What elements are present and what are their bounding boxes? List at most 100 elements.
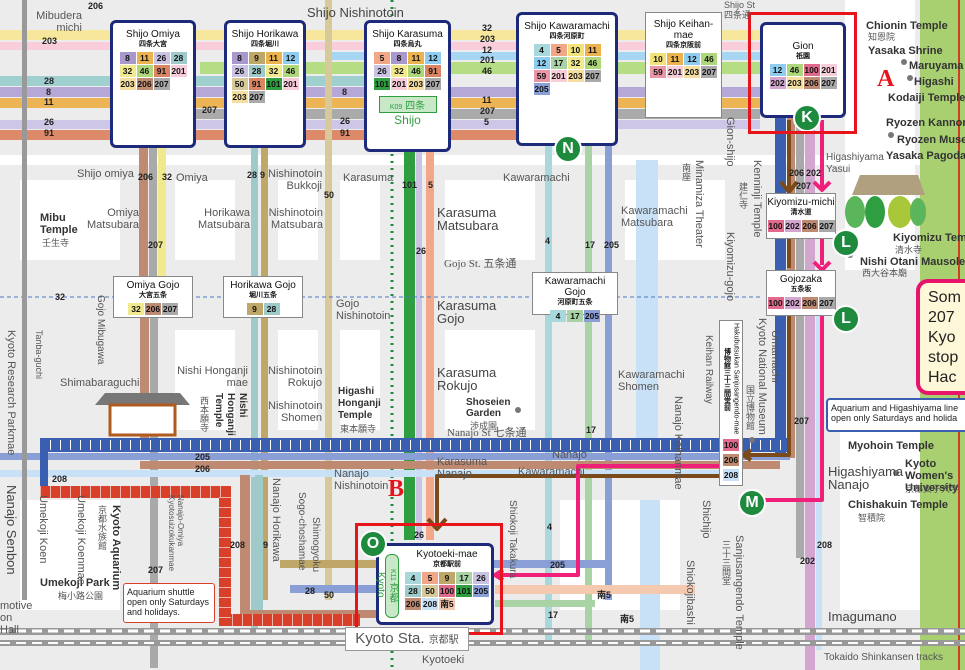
- route-chip: 202: [784, 220, 801, 232]
- stop-hakubutsukan-sanjusangendo-mae[interactable]: Hakubutsukan Sanjusangendo-mae 博物館三十三間堂前…: [719, 320, 743, 486]
- route-chip: 206: [803, 77, 820, 89]
- pink-route-arrow-to-station: [495, 464, 719, 577]
- temple-label-jp: 三十三間堂: [721, 540, 731, 585]
- stop-marker-l-2[interactable]: L: [832, 305, 860, 333]
- stop-label: Nishinotoin Rokujo: [268, 365, 323, 389]
- street-label: Gojo St. 五条通: [444, 258, 517, 270]
- kiyomizu-illustration: [845, 175, 926, 228]
- route-number: 12: [482, 45, 493, 55]
- subway-name-jp: 京都: [387, 582, 398, 603]
- stop-marker-l[interactable]: L: [832, 229, 860, 257]
- route-number: 202: [800, 556, 816, 566]
- route-chip: 207: [248, 91, 265, 103]
- stop-name-jp: 大宮五条: [139, 292, 167, 299]
- aquarium-higashiyama-note: Aquarium and Higashiyama line open only …: [826, 398, 965, 432]
- museum-dot-icons: [515, 59, 913, 476]
- route-chip: 32: [119, 65, 136, 77]
- stop-name-jp: 祇園: [796, 53, 810, 60]
- temple-label: Mibu Temple: [40, 212, 78, 236]
- route-number: 206: [138, 172, 154, 182]
- stop-label: Sogo-choshamae: [296, 492, 307, 571]
- garden-label-jp: 渉成園: [470, 421, 498, 431]
- route-chip: 50: [231, 78, 248, 90]
- stop-label: Kawaramachi: [518, 466, 585, 478]
- stop-name-group: Hakubutsukan Sanjusangendo-mae 博物館三十三間堂前: [720, 323, 742, 435]
- route-number: 26: [414, 530, 425, 540]
- route-chip: 28: [248, 65, 265, 77]
- museum-label-jp: 国立博物館: [745, 385, 755, 430]
- subway-code: K11: [389, 569, 396, 581]
- temple-label-jp: 智積院: [858, 513, 886, 523]
- theater-label: Minamiza Theater: [693, 160, 705, 248]
- rail-station-label: Kawaramachi: [503, 172, 570, 184]
- stop-marker-n[interactable]: N: [554, 135, 582, 163]
- route-chip: 59: [533, 70, 550, 82]
- kyoto-station-name-jp: 京都駅: [428, 635, 459, 646]
- stop-marker-m[interactable]: M: [738, 489, 766, 517]
- stop-label: Shiokojibashi: [684, 560, 696, 625]
- stop-label: Shichijo: [700, 500, 712, 539]
- route-chip: 100: [803, 64, 820, 76]
- route-chip: 201: [391, 78, 407, 90]
- route-chip: 5: [550, 44, 567, 56]
- route-chip: 207: [820, 77, 837, 89]
- route-chip: 207: [584, 70, 601, 82]
- temple-label: Ryozen Kannon: [886, 117, 965, 129]
- route-chip: 50: [422, 585, 438, 597]
- stop-marker-k[interactable]: K: [793, 104, 821, 132]
- route-chip: 203: [119, 78, 136, 90]
- route-chip: 11: [136, 52, 153, 64]
- rail-station-label: Karasuma: [343, 172, 394, 184]
- stop-name-jp: 清水道: [790, 209, 812, 216]
- museum-label: Kyoto National Museum: [756, 318, 768, 435]
- route-chip: 207: [701, 66, 717, 78]
- kyoto-station-label[interactable]: Kyoto Sta. 京都駅: [345, 627, 469, 651]
- stop-name: Omiya Gojo: [126, 280, 180, 291]
- route-chip: 28: [263, 303, 280, 315]
- route-number: 26: [416, 246, 427, 256]
- route-chip: 28: [170, 52, 187, 64]
- route-number: 202: [806, 168, 822, 178]
- rail-station-label: Kyoto Research Parkmae: [5, 330, 17, 456]
- route-chip: 208: [422, 598, 438, 610]
- stop-name: Shijo Karasuma: [372, 29, 443, 40]
- route-number: 208: [230, 540, 246, 550]
- stop-label: Nishi Honganji mae: [177, 365, 248, 389]
- stop-name: Shijo Omiya: [126, 29, 180, 40]
- temple-label: Myohoin Temple: [848, 440, 934, 452]
- stop-label: Kyotoeki: [422, 654, 465, 666]
- route-number: 9: [260, 170, 266, 180]
- stop-name-jp: 四条京阪前: [666, 42, 701, 49]
- museum-label: Ryozen Museum: [897, 134, 965, 146]
- temple-label-jp: 東本願寺: [340, 424, 377, 434]
- route-chip: 203: [684, 66, 700, 78]
- mausoleum-label-jp: 西大谷本廟: [862, 268, 908, 278]
- stop-label: Umamachi: [769, 330, 781, 383]
- route-chip: 26: [473, 572, 489, 584]
- route-chip: 206: [801, 220, 818, 232]
- stop-marker-o[interactable]: O: [359, 530, 387, 558]
- route-number: 205: [550, 560, 566, 570]
- route-chip: 8: [391, 52, 407, 64]
- stop-name: Shijo Keihan-mae: [653, 19, 714, 41]
- route-chip: 17: [456, 572, 472, 584]
- highlight-box-a: [748, 12, 857, 134]
- subway-name: Kyoto: [375, 572, 386, 598]
- route-chip: 32: [265, 65, 282, 77]
- stop-name: Kyotoeki-mae: [416, 549, 478, 560]
